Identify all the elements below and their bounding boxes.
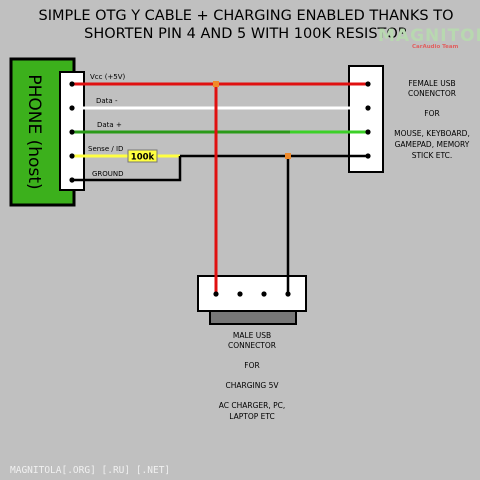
male-usb-plug bbox=[209, 309, 297, 325]
junction-ground bbox=[285, 153, 291, 159]
male-note-1: MALE USB bbox=[233, 331, 271, 340]
female-note-2: CONENCTOR bbox=[408, 89, 456, 98]
male-pin-4 bbox=[285, 291, 291, 297]
male-note-3: CHARGING 5V bbox=[226, 381, 280, 390]
pin-label-data-minus: Data - bbox=[96, 97, 118, 105]
pin-label-vcc: Vcc (+5V) bbox=[90, 73, 126, 81]
female-pin-2 bbox=[365, 105, 371, 111]
female-note-3: MOUSE, KEYBOARD, bbox=[394, 129, 470, 138]
female-pin-4 bbox=[365, 153, 371, 159]
phone-pin-3 bbox=[69, 129, 75, 135]
phone-pin-1 bbox=[69, 81, 75, 87]
male-note-5: LAPTOP ETC bbox=[229, 412, 275, 421]
title-line-2: SHORTEN PIN 4 AND 5 WITH 100K RESISTOR bbox=[84, 26, 408, 42]
junction-vcc bbox=[213, 81, 219, 87]
phone-pin-4 bbox=[69, 153, 75, 159]
male-pin-2 bbox=[237, 291, 243, 297]
phone-label: PHONE (host) bbox=[24, 74, 44, 189]
resistor-label: 100k bbox=[131, 153, 155, 163]
female-pin-1 bbox=[365, 81, 371, 87]
wire-ground bbox=[72, 156, 182, 182]
phone-pin-2 bbox=[69, 105, 75, 111]
female-note-4: GAMEPAD, MEMORY bbox=[395, 140, 470, 149]
phone-pin-5 bbox=[69, 177, 75, 183]
female-pin-3 bbox=[365, 129, 371, 135]
male-note-4: AC CHARGER, PC, bbox=[219, 401, 286, 410]
male-pin-1 bbox=[213, 291, 219, 297]
female-note-5: STICK ETC. bbox=[412, 151, 453, 160]
male-pin-3 bbox=[261, 291, 267, 297]
pin-label-ground: GROUND bbox=[92, 170, 124, 178]
female-note-1: FEMALE USB bbox=[408, 79, 455, 88]
pin-label-data-plus: Data + bbox=[97, 121, 122, 129]
female-note-for: FOR bbox=[424, 109, 439, 118]
resistor-100k bbox=[127, 149, 158, 163]
pin-label-sense: Sense / ID bbox=[88, 145, 123, 153]
male-note-2: CONNECTOR bbox=[228, 341, 276, 350]
watermark-logo: MAGNITOLA bbox=[378, 26, 480, 46]
title-line-1: SIMPLE OTG Y CABLE + CHARGING ENABLED TH… bbox=[39, 8, 454, 24]
footer-watermark: MAGNITOLA[.ORG] [.RU] [.NET] bbox=[10, 465, 170, 476]
male-note-for: FOR bbox=[244, 361, 259, 370]
watermark-sub: CarAudio Team bbox=[412, 44, 459, 50]
